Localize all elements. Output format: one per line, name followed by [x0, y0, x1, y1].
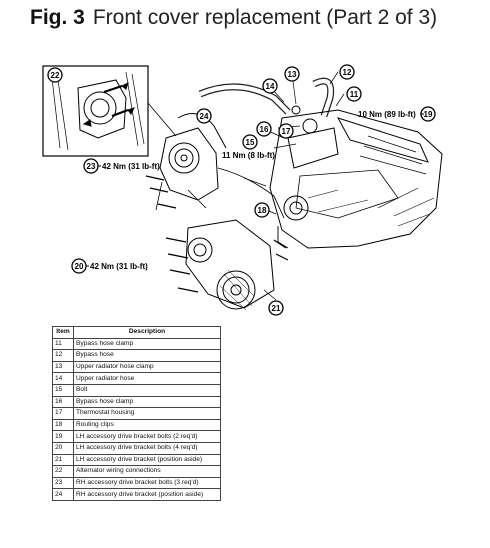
- svg-text:14: 14: [266, 82, 275, 91]
- figure-caption: Front cover replacement (Part 2 of 3): [92, 6, 438, 29]
- callout-12: 12: [339, 64, 355, 80]
- item-number: 18: [52, 418, 74, 432]
- svg-text:21: 21: [272, 304, 281, 313]
- item-description: Bypass hose clamp: [73, 395, 221, 409]
- item-description: Upper radiator hose: [73, 372, 221, 385]
- svg-text:16: 16: [260, 125, 269, 134]
- item-description: Bypass hose clamp: [73, 337, 221, 351]
- svg-text:12: 12: [343, 68, 352, 77]
- svg-text:24: 24: [200, 112, 209, 121]
- callout-18: 18: [254, 202, 270, 218]
- callout-14: 14: [262, 78, 278, 94]
- item-description: Routing clips: [73, 418, 221, 432]
- callout-11: 11: [346, 86, 362, 102]
- item-number: 17: [52, 407, 74, 420]
- svg-text:13: 13: [288, 70, 297, 79]
- svg-text:11: 11: [350, 90, 359, 99]
- item-number: 15: [52, 383, 74, 397]
- item-number: 13: [52, 360, 74, 374]
- inset-box: [42, 65, 149, 157]
- callout-23: 23: [83, 158, 99, 174]
- item-description: LH accessory drive bracket bolts (2 req'…: [73, 430, 221, 443]
- item-number: 12: [52, 349, 74, 362]
- item-number: 21: [52, 453, 74, 467]
- callout-13: 13: [284, 66, 300, 82]
- torque-label-23: 42 Nm (31 lb-ft): [102, 162, 160, 171]
- inset-alternator: [77, 79, 127, 139]
- item-number: 22: [52, 465, 74, 478]
- engine-block: [269, 109, 443, 249]
- item-number: 20: [52, 441, 74, 455]
- col-description-header: Description: [73, 326, 221, 339]
- item-description: LH accessory drive bracket bolts (4 req'…: [73, 441, 221, 455]
- table-header-row: Item Description: [52, 326, 221, 339]
- item-description: Thermostat housing: [73, 407, 221, 420]
- item-number: 24: [52, 488, 74, 501]
- item-description: Alternator wiring connections: [73, 465, 221, 478]
- item-number: 19: [52, 430, 74, 443]
- callout-15: 15: [242, 134, 258, 150]
- torque-label-15: 11 Nm (8 lb-ft): [222, 151, 275, 160]
- item-description: RH accessory drive bracket (position asi…: [73, 488, 221, 501]
- svg-text:20: 20: [75, 262, 84, 271]
- item-description: Bolt: [73, 383, 221, 397]
- svg-text:19: 19: [424, 110, 433, 119]
- item-number: 11: [52, 337, 74, 351]
- svg-text:22: 22: [51, 71, 60, 80]
- figure-number: Fig. 3: [30, 6, 85, 29]
- item-description: RH accessory drive bracket bolts (3 req'…: [73, 476, 221, 490]
- item-number: 14: [52, 372, 74, 385]
- callout-21: 21: [268, 300, 284, 316]
- svg-text:15: 15: [246, 138, 255, 147]
- callout-16: 16: [256, 121, 272, 137]
- callout-22: 22: [47, 67, 63, 83]
- callout-24: 24: [196, 108, 212, 124]
- item-number: 16: [52, 395, 74, 409]
- svg-text:23: 23: [87, 162, 96, 171]
- item-description: LH accessory drive bracket (position asi…: [73, 453, 221, 467]
- svg-text:18: 18: [258, 206, 267, 215]
- callout-20: 20: [71, 258, 87, 274]
- torque-label-19: 10 Nm (89 lb-ft): [358, 110, 416, 119]
- engine-diagram: 22 24 23 20 21 18 15 16 17 14 13 12 11 1…: [42, 64, 443, 316]
- rh-bracket: [159, 127, 219, 201]
- item-description: Bypass hose: [73, 349, 221, 362]
- figure-title: Fig. 3 Front cover replacement (Part 2 of…: [30, 6, 437, 30]
- callout-17: 17: [278, 123, 294, 139]
- item-number: 23: [52, 476, 74, 490]
- item-description: Upper radiator hose clamp: [73, 360, 221, 374]
- col-item-header: Item: [52, 326, 74, 339]
- lh-bracket: [185, 219, 275, 309]
- torque-label-20: 42 Nm (31 lb-ft): [90, 262, 148, 271]
- svg-text:17: 17: [282, 127, 291, 136]
